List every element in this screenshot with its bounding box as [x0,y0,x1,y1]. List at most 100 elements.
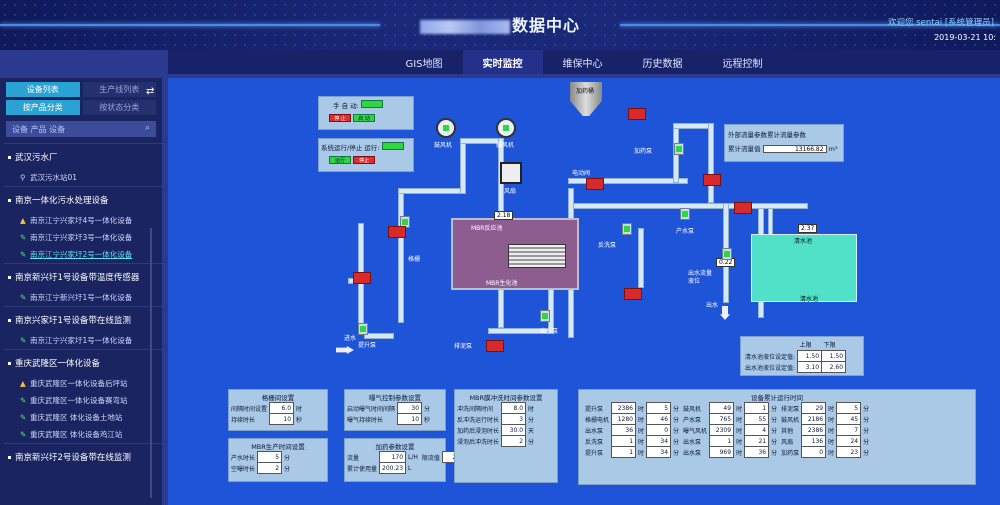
clean-pool-bottom-label: 清水池 [800,296,819,303]
drain-motor[interactable] [734,202,752,214]
runtime-label: 提升泵 [585,449,604,457]
runtime-value: 36 [744,446,770,458]
sidebar-scrollbar[interactable] [150,228,152,498]
swap-icon[interactable]: ⇄ [146,86,155,97]
param-field[interactable]: 2 [257,462,283,474]
setpoint-field[interactable]: 1.50 [797,350,823,362]
nav-maintenance[interactable]: 维保中心 [562,59,603,70]
tree-item[interactable]: ✎重庆武隆区 体化设备土地站 [20,413,123,422]
start-button[interactable]: 启 动 [353,114,376,122]
setpoint-field[interactable]: 1.50 [821,350,847,362]
runtime-label: 分 [863,427,870,435]
device-tree: 武汉污水厂 ⚲武汉污水站01 南京一体化污水处理设备 ▲南京江宁兴家圩4号一体化… [0,143,162,469]
scada-canvas: 手 自 动: 停 止 启 动 系统运行/停止 运行: 运行 停止 加药桶 鼓风机… [168,78,1000,505]
pipe [364,333,394,339]
tree-group[interactable]: 南京新兴圩1号设备带温度传感器 [4,263,162,289]
blower-icon[interactable] [436,118,456,138]
clean-water-pool[interactable] [751,234,857,302]
pipe [568,178,688,184]
runtime-label: 提升泵 [585,405,604,413]
motor[interactable] [353,272,371,284]
runtime-value: 2386 [801,424,827,436]
welcome-user[interactable]: 欢迎您 sentai [系统管理员] [888,18,994,28]
halt-button[interactable]: 停止 [353,156,376,164]
runtime-value: 0 [801,446,827,458]
setpoint-field[interactable]: 2.60 [821,361,847,373]
param-field[interactable]: 10 [397,413,423,425]
param-field[interactable]: 2 [501,435,527,447]
tree-item[interactable]: ✎南京江宁兴家圩1号一体化设备 [20,336,133,345]
blower-icon[interactable] [496,118,516,138]
param-field[interactable]: 30 [397,402,423,414]
tree-group[interactable]: 武汉污水厂 [4,143,162,169]
tree-item[interactable]: ✎重庆武隆区一体化设备赛弯站 [20,396,128,405]
tab-device-list[interactable]: 设备列表 [6,82,80,97]
tab-by-status[interactable]: 按状态分类 [82,100,156,115]
param-field[interactable]: 3 [501,413,527,425]
param-field[interactable]: 170 [379,451,407,463]
nav-history[interactable]: 历史数据 [642,59,683,70]
runtime-label: 时 [638,449,645,457]
param-field[interactable]: 30.0 [501,424,527,436]
runtime-label: 反洗泵 [585,438,604,446]
outlet-motor[interactable] [703,174,721,186]
tree-item[interactable]: ✎南京江宁新兴圩1号一体化设备 [20,293,133,302]
tree-group[interactable]: 南京兴家圩1号设备带在线监测 [4,306,162,332]
out-motor[interactable] [624,288,642,300]
runtime-value: 2386 [611,402,637,414]
run-indicator [381,142,404,150]
param-field[interactable]: 8.0 [501,402,527,414]
runtime-value: 29 [801,402,827,414]
tree-item[interactable]: ✎南京江宁兴家圩3号一体化设备 [20,233,133,242]
suction-pump[interactable] [538,310,552,326]
nav-remote[interactable]: 远程控制 [722,59,763,70]
tree-group[interactable]: 南京新兴圩2号设备带在线监测 [4,443,162,469]
tab-by-product[interactable]: 按产品分类 [6,100,80,115]
tree-item-selected[interactable]: ✎南京江宁兴家圩2号一体化设备 [20,250,133,259]
outlet-pump[interactable] [720,248,734,264]
param-field[interactable]: 5 [257,451,283,463]
nav-gis[interactable]: GIS地图 [405,59,443,70]
product-pump[interactable] [678,208,692,224]
runtime-label: 时 [736,449,743,457]
valve-motor[interactable] [586,178,604,190]
tree-item[interactable]: ✎重庆武隆区 体化设备鸡江站 [20,430,123,439]
runtime-value: 49 [709,402,735,414]
auto-manual-panel: 手 自 动: 停 止 启 动 [318,96,414,130]
tree-group[interactable]: 南京一体化污水处理设备 [4,186,162,212]
runtime-label: 分 [863,416,870,424]
runtime-value: 36 [611,424,637,436]
runtime-value: 7 [836,424,862,436]
suction-pump-label: 出水泵 [540,328,559,335]
tree-item[interactable]: ⚲武汉污水站01 [20,173,78,182]
lift-pump[interactable] [356,323,370,339]
tab-line-list[interactable]: 生产线列表 [82,82,156,97]
runtime-label: 分 [673,405,680,413]
backflush-pump[interactable] [620,223,634,239]
runtime-label: 时 [828,416,835,424]
sludge-motor[interactable] [486,340,504,352]
search-input[interactable]: 设备 产品 设备⌕ [6,121,156,137]
search-icon[interactable]: ⌕ [144,123,150,133]
runtime-value: 5 [646,402,672,414]
tree-group[interactable]: 重庆武隆区一体化设备 [4,349,162,375]
param-field[interactable]: 6.0 [269,402,295,414]
tree-item[interactable]: ▲重庆武隆区一体化设备后坪站 [20,379,128,388]
nav-realtime[interactable]: 实时监控 [462,50,543,74]
hopper-motor[interactable] [628,108,646,120]
inflow-arrow-icon [336,346,354,354]
run-button[interactable]: 运行 [329,156,351,164]
stop-button[interactable]: 停 止 [329,114,351,122]
link-icon: ✎ [20,233,27,242]
mbr-label: MBR生化池 [486,280,518,287]
runtime-label: 时 [736,438,743,446]
fan-icon[interactable] [500,162,522,184]
param-field[interactable]: 200.23 [379,462,407,474]
tree-item[interactable]: ▲南京江宁兴家圩4号一体化设备 [20,216,133,225]
dosing-pump[interactable] [672,143,686,159]
grid-motor[interactable] [388,226,406,238]
pipe [488,328,548,334]
setpoint-field[interactable]: 3.10 [797,361,823,373]
param-field[interactable]: 10 [269,413,295,425]
runtime-label: 格栅电机 [585,416,610,424]
